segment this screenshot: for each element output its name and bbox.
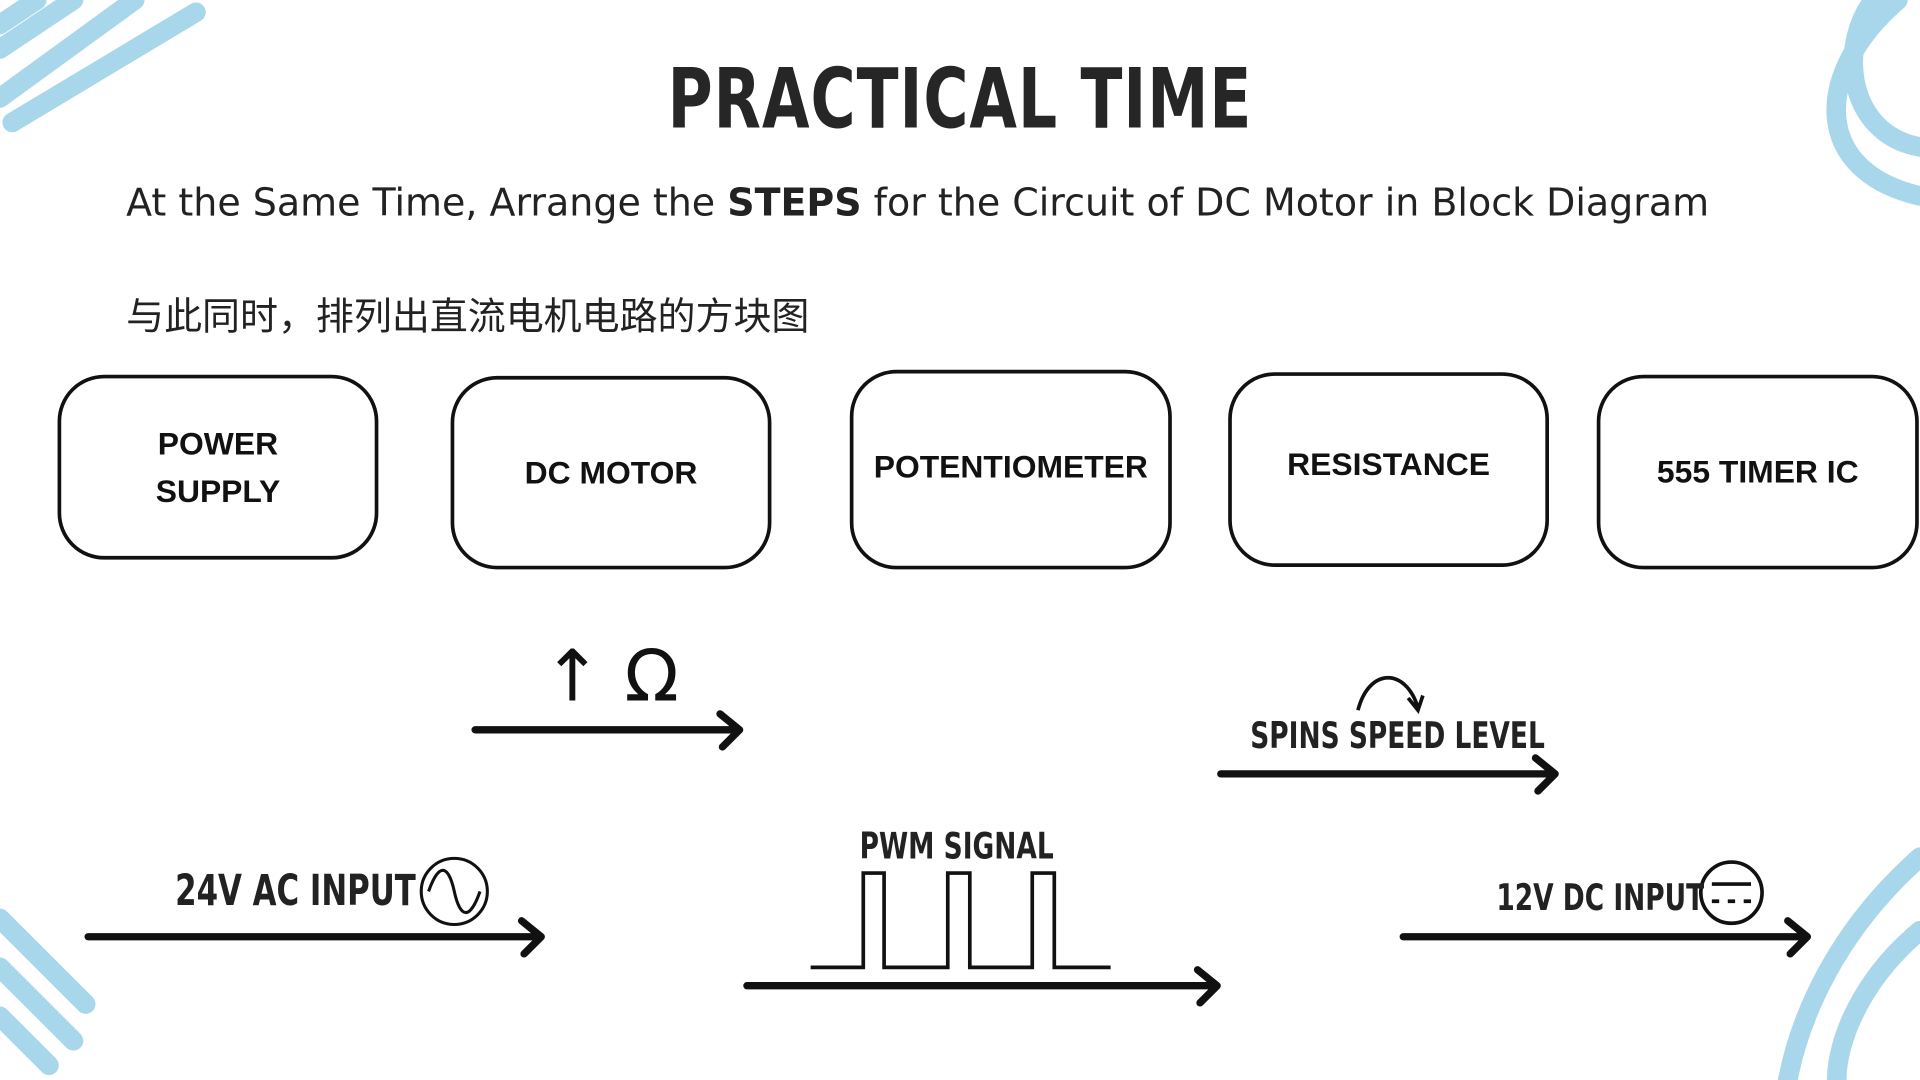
instruction-part2: for the Circuit of DC Motor in Block Dia…	[861, 181, 1710, 226]
ac-symbol-icon	[419, 856, 489, 927]
brush-stroke-bottom-right	[1777, 847, 1920, 1080]
block-555-timer[interactable]: 555 TIMER IC	[1596, 374, 1919, 570]
resistance-increase-label: ↑ Ω	[542, 634, 679, 718]
ac-input-label: 24V AC INPUT	[175, 866, 416, 916]
arrow-spins	[1217, 754, 1559, 795]
dc-input-label: 12V DC INPUT	[1496, 876, 1705, 920]
arrow-ac	[84, 917, 545, 958]
pwm-signal-label: PWM SIGNAL	[859, 825, 1054, 869]
dc-symbol-icon	[1698, 860, 1764, 926]
pwm-waveform	[810, 871, 1111, 970]
brush-stroke-bottom-left	[0, 908, 96, 1076]
block-power-supply[interactable]: POWER SUPPLY	[57, 374, 379, 560]
block-resistance[interactable]: RESISTANCE	[1228, 372, 1549, 567]
instruction-bold: STEPS	[727, 181, 862, 226]
rotation-arrow-icon	[1356, 675, 1425, 714]
page-title: PRACTICAL TIME	[667, 51, 1253, 149]
instruction-text: At the Same Time, Arrange the STEPS for …	[126, 176, 1718, 231]
instruction-chinese: 与此同时，排列出直流电机电路的方块图	[126, 295, 810, 340]
spins-speed-label: SPINS SPEED LEVEL	[1250, 715, 1545, 758]
block-potentiometer[interactable]: POTENTIOMETER	[849, 369, 1172, 570]
arrow-resistance	[471, 710, 744, 751]
brush-stroke-top-right	[1826, 0, 1920, 206]
brush-stroke-top-left	[0, 0, 206, 133]
instruction-part1: At the Same Time, Arrange the	[126, 181, 728, 226]
arrow-pwm	[743, 966, 1221, 1007]
arrow-dc	[1399, 917, 1812, 958]
block-dc-motor[interactable]: DC MOTOR	[450, 375, 772, 570]
